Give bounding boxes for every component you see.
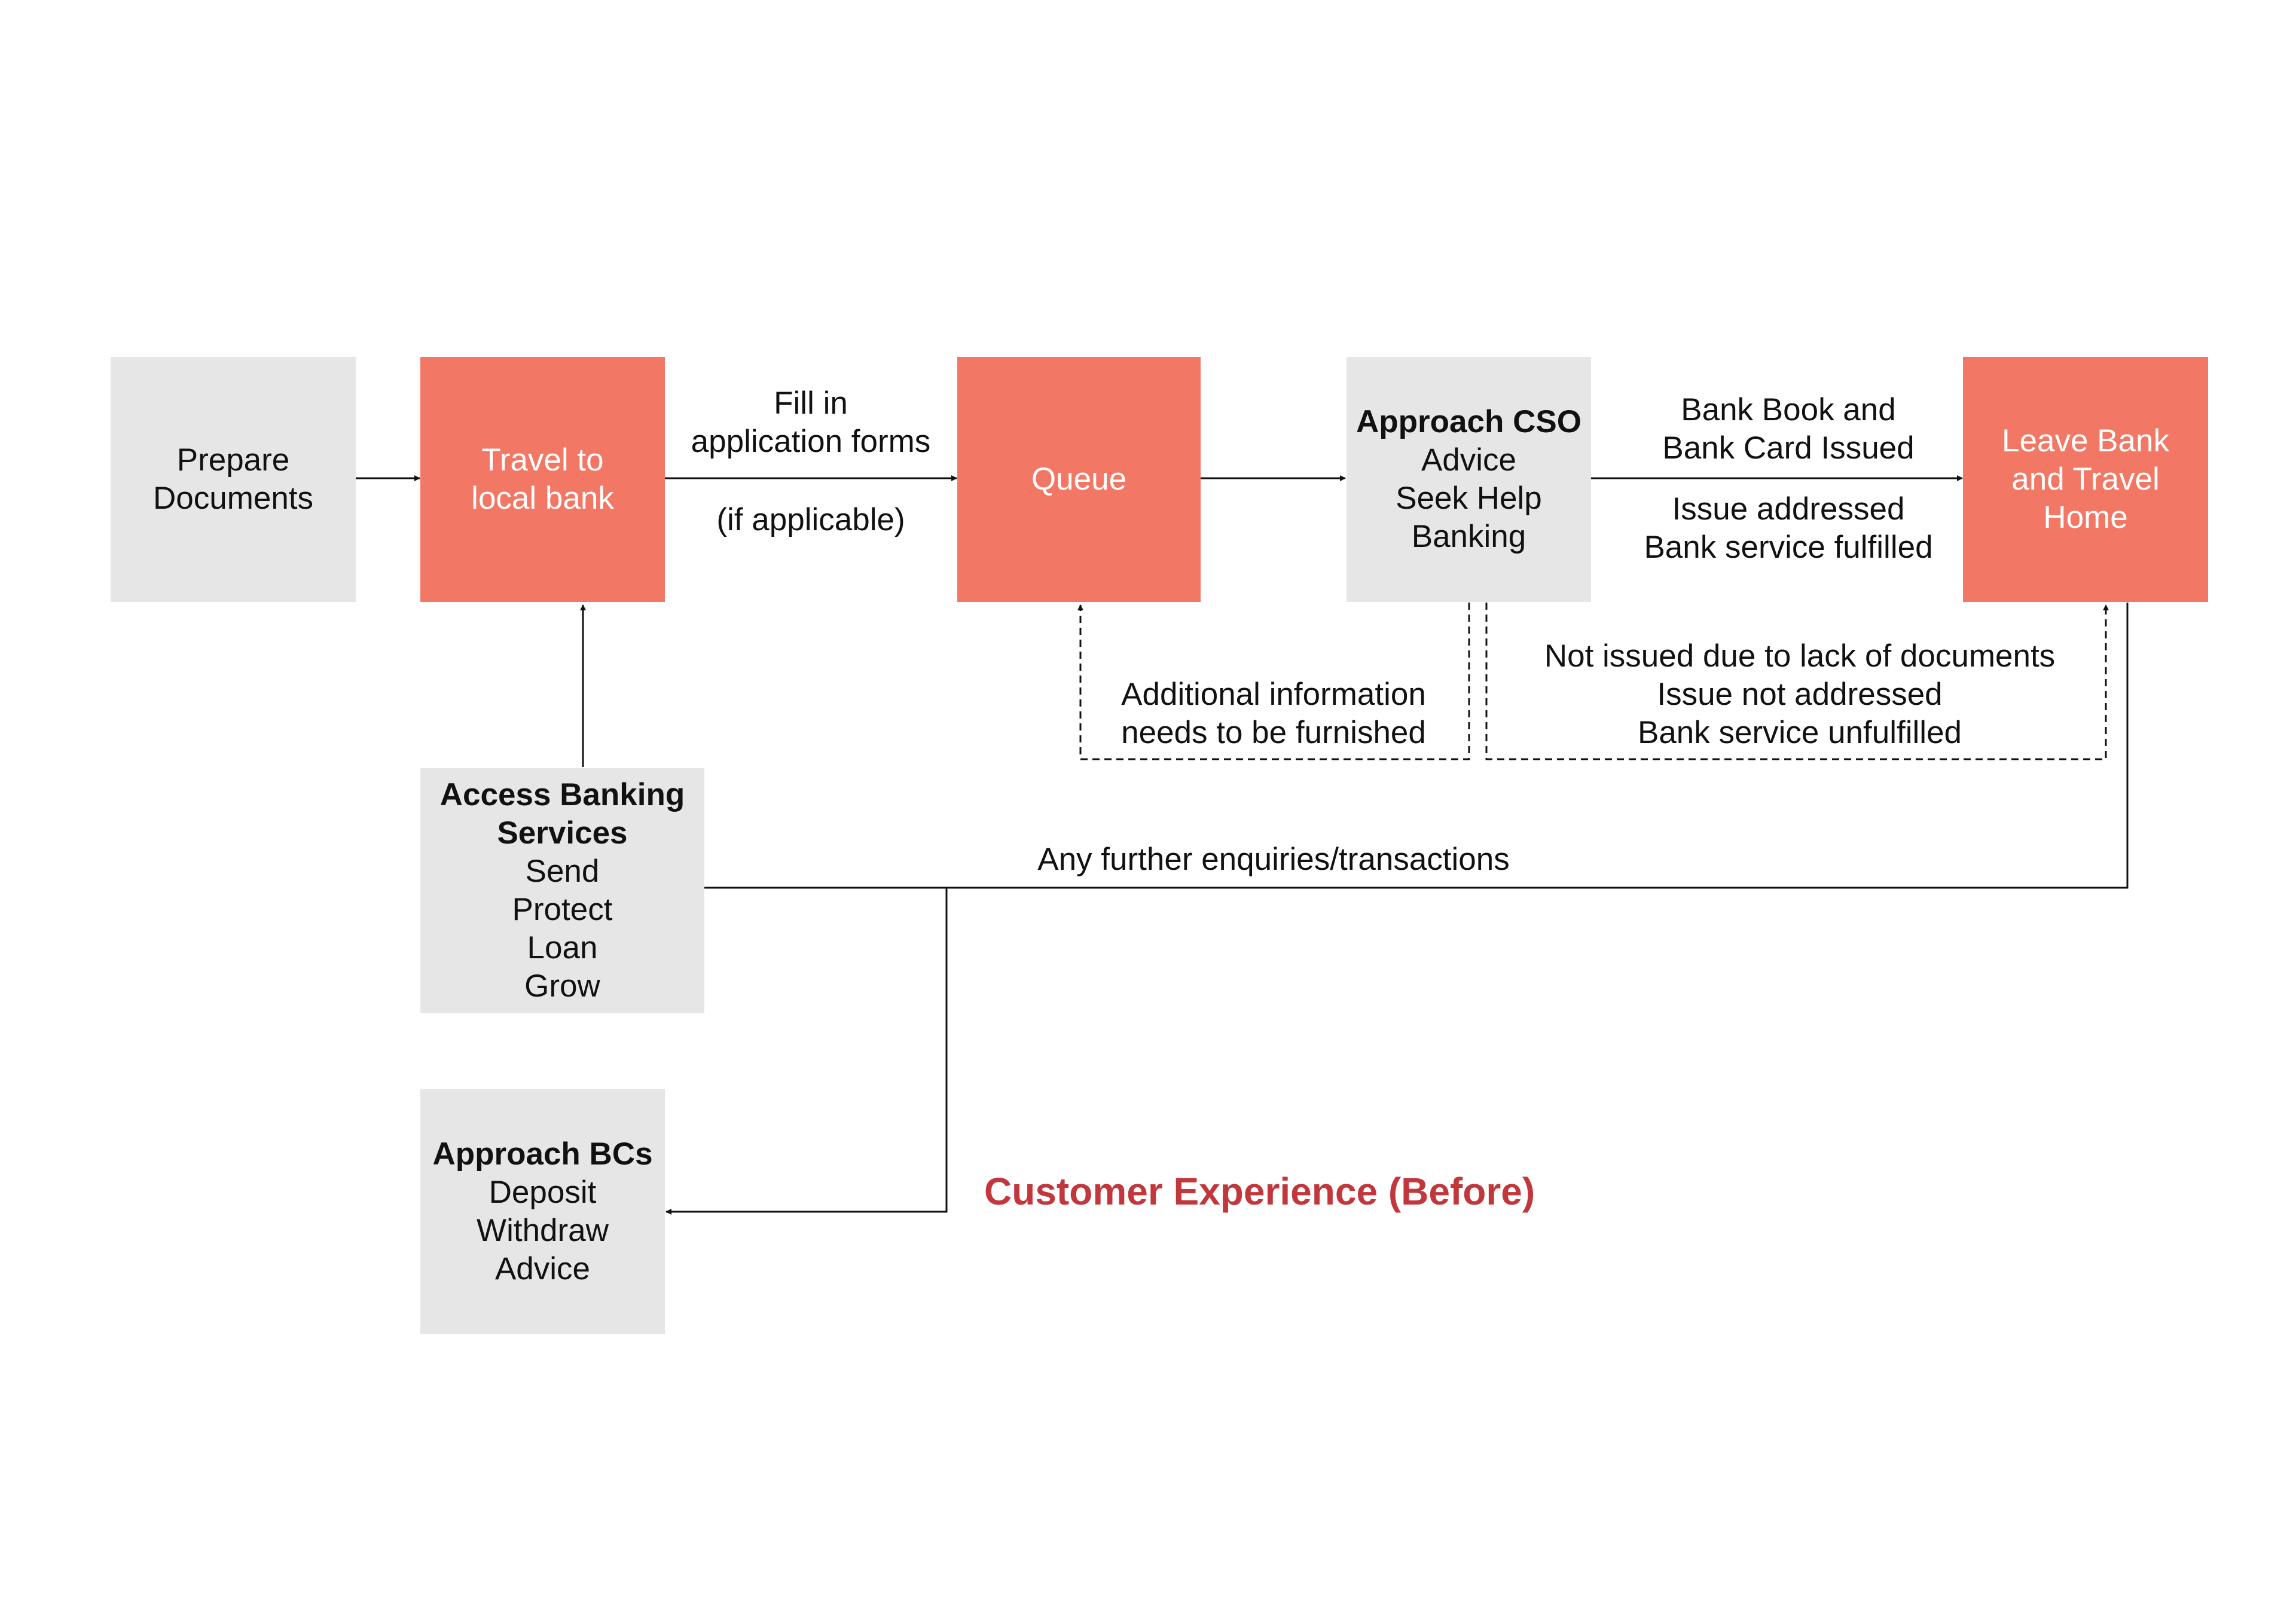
label-if-applicable: (if applicable): [716, 502, 905, 537]
approach-cso-item-banking: Banking: [1411, 519, 1526, 554]
approach-cso-item-advice: Advice: [1421, 442, 1517, 478]
label-not-issued: Not issued due to lack of documents Issu…: [1489, 637, 2111, 752]
approach-bcs-item-advice: Advice: [494, 1251, 591, 1286]
queue-box: Queue: [957, 357, 1201, 602]
approach-cso-title: Approach CSO: [1356, 404, 1581, 439]
prepare-documents-line-1: Prepare: [176, 442, 290, 478]
travel-to-bank-line-2: local bank: [471, 481, 614, 516]
queue-label: Queue: [1031, 461, 1127, 497]
label-issued-line-2: Bank Card Issued: [1662, 430, 1915, 466]
label-further-enquiries: Any further enquiries/transactions: [1037, 842, 1510, 877]
dashed-arrow-cso-to-queue: [1077, 603, 1470, 760]
arrow-to-approach-bcs: [665, 888, 948, 1215]
label-fill-in-line-1: Fill in: [774, 386, 848, 421]
travel-to-bank-line-1: Travel to: [481, 442, 604, 478]
dashed-arrow-cso-to-leave: [1485, 603, 2109, 760]
travel-to-bank-box: Travel to local bank: [420, 357, 665, 602]
label-addressed-line-2: Bank service fulfilled: [1644, 530, 1933, 565]
label-issued-line-1: Bank Book and: [1681, 392, 1896, 427]
label-additional-line-1: Additional information: [1121, 677, 1426, 712]
approach-bcs-box: Approach BCs Deposit Withdraw Advice: [420, 1089, 665, 1334]
approach-bcs-item-deposit: Deposit: [488, 1175, 597, 1210]
approach-cso-item-seek-help: Seek Help: [1396, 481, 1542, 516]
line-further-enquiries: [704, 603, 2129, 889]
label-additional-information: Additional information needs to be furni…: [1082, 676, 1465, 752]
label-not-issued-line-3: Bank service unfulfilled: [1637, 715, 1962, 750]
prepare-documents-box: Prepare Documents: [111, 357, 356, 602]
prepare-documents-line-2: Documents: [152, 481, 314, 516]
access-banking-item-send: Send: [525, 854, 600, 889]
access-banking-item-protect: Protect: [512, 892, 613, 927]
approach-cso-box: Approach CSO Advice Seek Help Banking: [1347, 357, 1591, 602]
label-not-issued-line-2: Issue not addressed: [1657, 677, 1943, 712]
label-addressed-line-1: Issue addressed: [1672, 491, 1905, 527]
leave-bank-box: Leave Bank and Travel Home: [1963, 357, 2208, 602]
approach-bcs-item-withdraw: Withdraw: [477, 1213, 609, 1248]
access-banking-title-1: Access Banking: [439, 777, 685, 812]
leave-bank-line-3: Home: [2043, 500, 2128, 535]
diagram-title: Customer Experience (Before): [984, 1170, 1535, 1213]
label-issue-addressed: Issue addressed Bank service fulfilled: [1591, 490, 1986, 567]
approach-bcs-title: Approach BCs: [432, 1136, 653, 1172]
access-banking-item-grow: Grow: [524, 968, 600, 1004]
label-fill-in-forms: Fill in application forms: [665, 384, 957, 461]
access-banking-services-box: Access Banking Services Send Protect Loa…: [420, 768, 704, 1013]
access-banking-title-2: Services: [497, 815, 628, 851]
label-additional-line-2: needs to be furnished: [1121, 715, 1426, 750]
access-banking-item-loan: Loan: [527, 930, 598, 965]
label-fill-in-line-2: application forms: [691, 424, 931, 459]
label-card-issued: Bank Book and Bank Card Issued: [1591, 391, 1986, 467]
leave-bank-line-1: Leave Bank: [2002, 423, 2169, 459]
label-not-issued-line-1: Not issued due to lack of documents: [1544, 638, 2056, 674]
leave-bank-line-2: and Travel: [2011, 461, 2160, 497]
